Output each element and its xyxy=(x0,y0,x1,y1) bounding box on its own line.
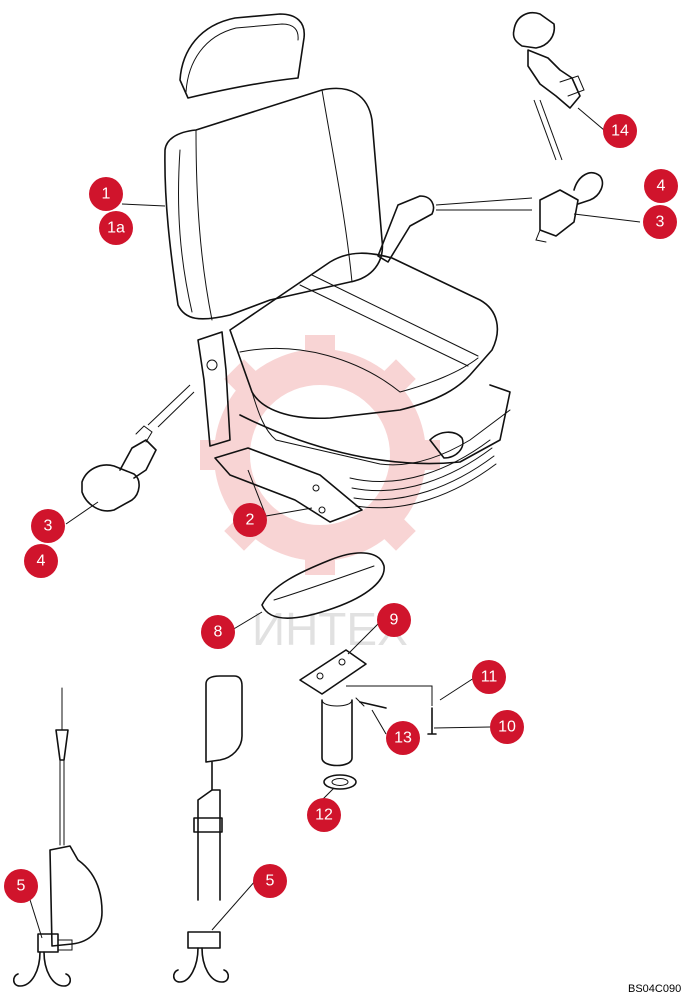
callout-10: 10 xyxy=(490,710,524,744)
callout-5-right: 5 xyxy=(253,864,287,898)
watermark-gear-icon xyxy=(200,335,440,575)
callout-4-left-label: 4 xyxy=(37,553,46,570)
callout-11: 11 xyxy=(472,660,506,694)
callout-14: 14 xyxy=(603,114,637,148)
callout-12: 12 xyxy=(307,798,341,832)
callout-4-right: 4 xyxy=(644,169,678,203)
callout-11-label: 11 xyxy=(481,669,498,686)
callout-5-right-label: 5 xyxy=(266,873,275,890)
seatbelt-left xyxy=(81,384,195,512)
callout-2-label: 2 xyxy=(246,512,255,529)
callout-3-left-label: 3 xyxy=(44,518,53,535)
callout-1a: 1a xyxy=(99,211,133,245)
callout-4-right-label: 4 xyxy=(657,178,666,195)
callout-5-left: 5 xyxy=(4,869,38,903)
callout-2: 2 xyxy=(233,503,267,537)
callout-9: 9 xyxy=(377,603,411,637)
armrest xyxy=(261,552,385,619)
callout-12-label: 12 xyxy=(315,807,333,824)
callout-4-left: 4 xyxy=(24,544,58,578)
seatbelt-top xyxy=(512,12,585,161)
lever-detail-left xyxy=(12,687,103,987)
armrest-bracket xyxy=(299,649,437,790)
seat-assembly xyxy=(164,13,511,523)
callout-1-label: 1 xyxy=(102,186,111,203)
callout-8: 8 xyxy=(201,615,235,649)
callout-1a-label: 1a xyxy=(107,220,125,237)
callout-10-label: 10 xyxy=(498,719,516,736)
seatbelt-right xyxy=(435,172,604,243)
drawing-code: BS04C090 xyxy=(628,983,681,995)
callout-13-label: 13 xyxy=(394,730,412,747)
callout-13: 13 xyxy=(386,721,420,755)
callout-1: 1 xyxy=(89,177,123,211)
lever-detail-right xyxy=(172,675,243,983)
callout-3-right: 3 xyxy=(643,205,677,239)
callout-9-label: 9 xyxy=(390,612,399,629)
callout-3-right-label: 3 xyxy=(656,214,665,231)
callout-14-label: 14 xyxy=(611,123,629,140)
callout-8-label: 8 xyxy=(214,624,223,641)
callout-3-left: 3 xyxy=(31,509,65,543)
callout-5-left-label: 5 xyxy=(17,878,26,895)
